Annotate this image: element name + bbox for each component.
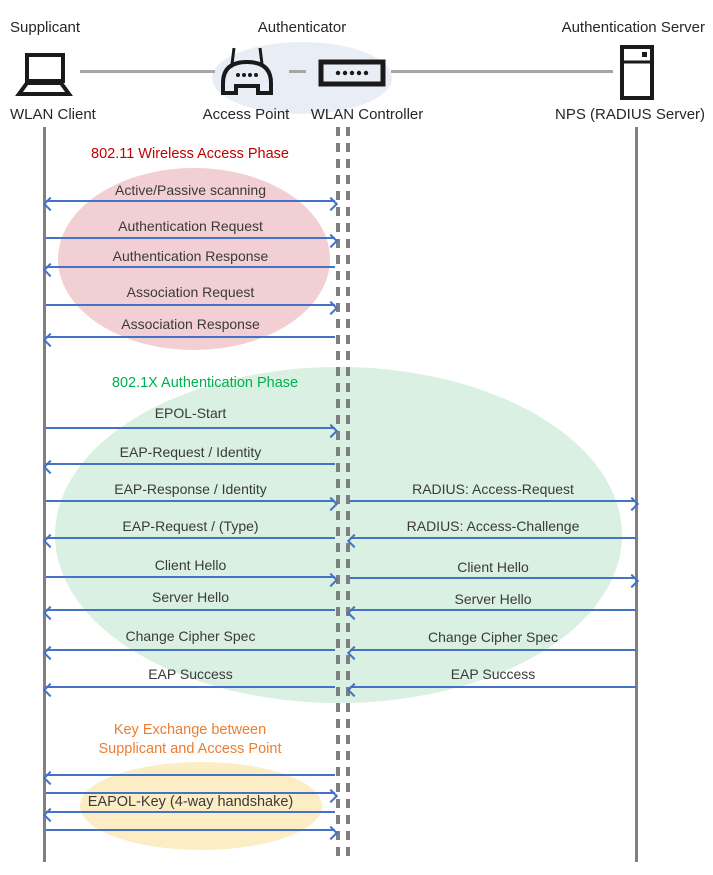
- msg-eap-success-right-arrow: [346, 682, 636, 698]
- phase-title-key-exchange-line1: Key Exchange between: [113, 722, 267, 738]
- msg-server-hello-left-arrow: [42, 605, 335, 621]
- msg-eap-request-type-arrow: [42, 533, 335, 549]
- lifeline-auth-server: [635, 127, 638, 862]
- msg-radius-access-request-arrow: [350, 496, 640, 512]
- msg-client-hello-right-label: Client Hello: [457, 559, 529, 575]
- role-supplicant: Supplicant: [10, 19, 81, 36]
- msg-4way-3-arrow: [42, 807, 335, 823]
- device-wlan-controller: WLAN Controller: [310, 106, 424, 123]
- phase-title-80211: 802.11 Wireless Access Phase: [91, 146, 289, 162]
- role-authentication-server: Authentication Server: [561, 19, 705, 36]
- msg-client-hello-left-label: Client Hello: [154, 557, 227, 573]
- msg-change-cipher-right-label: Change Cipher Spec: [428, 629, 558, 645]
- phase-title-key-exchange-line2: Supplicant and Access Point: [98, 741, 282, 757]
- msg-eap-request-identity-label: EAP-Request / Identity: [119, 444, 262, 460]
- msg-server-hello-right-label: Server Hello: [454, 591, 532, 607]
- msg-epol-start-label: EPOL-Start: [154, 405, 227, 421]
- server-icon: [620, 45, 654, 100]
- msg-eap-response-identity-arrow: [46, 496, 339, 512]
- msg-change-cipher-left-label: Change Cipher Spec: [125, 628, 256, 644]
- role-authenticator: Authenticator: [257, 19, 347, 36]
- msg-scanning-arrow: [42, 196, 339, 212]
- msg-eap-request-identity-arrow: [42, 459, 335, 475]
- msg-client-hello-left-arrow: [46, 572, 339, 588]
- phase-title-key-exchange: Key Exchange between Supplicant and Acce…: [45, 721, 335, 759]
- msg-auth-request-arrow: [46, 233, 339, 249]
- phase-ellipse-80211: [58, 168, 330, 350]
- msg-eap-response-identity-label: EAP-Response / Identity: [114, 481, 267, 497]
- msg-change-cipher-left-arrow: [42, 645, 335, 661]
- msg-assoc-request-label: Association Request: [126, 284, 255, 300]
- device-nps-radius-server: NPS (RADIUS Server): [555, 106, 706, 123]
- connector-line-mid: [289, 70, 306, 73]
- laptop-icon: [12, 52, 76, 100]
- connector-line-left: [80, 70, 215, 73]
- wlan-controller-icon: [318, 59, 386, 87]
- msg-scanning-label: Active/Passive scanning: [115, 182, 266, 198]
- msg-server-hello-right-arrow: [346, 605, 636, 621]
- msg-eap-request-type-label: EAP-Request / (Type): [122, 518, 259, 534]
- msg-auth-request-label: Authentication Request: [118, 218, 263, 234]
- access-point-icon: [217, 46, 277, 98]
- msg-auth-response-label: Authentication Response: [112, 248, 269, 264]
- msg-radius-access-request-label: RADIUS: Access-Request: [412, 481, 574, 497]
- msg-eap-success-right-label: EAP Success: [450, 666, 536, 682]
- msg-eapol-key-label: EAPOL-Key (4-way handshake): [87, 794, 294, 810]
- lifeline-supplicant: [43, 127, 46, 862]
- lifeline-access-point-dashed: [336, 127, 340, 862]
- msg-eap-success-left-arrow: [42, 682, 335, 698]
- device-wlan-client: WLAN Client: [10, 106, 96, 123]
- phase-title-8021x: 802.1X Authentication Phase: [111, 375, 299, 391]
- msg-assoc-response-arrow: [42, 332, 335, 348]
- msg-auth-response-arrow: [42, 262, 335, 278]
- msg-assoc-response-label: Association Response: [121, 316, 260, 332]
- msg-eap-success-left-label: EAP Success: [148, 666, 233, 682]
- msg-radius-access-challenge-arrow: [346, 533, 636, 549]
- connector-line-right: [391, 70, 613, 73]
- phase-ellipse-key-exchange: [80, 762, 322, 850]
- msg-4way-4-arrow: [46, 825, 339, 841]
- msg-4way-1-arrow: [42, 770, 335, 786]
- msg-assoc-request-arrow: [46, 300, 339, 316]
- lifeline-wlan-controller-dashed: [346, 127, 350, 862]
- device-access-point: Access Point: [202, 106, 290, 123]
- msg-epol-start-arrow: [46, 423, 339, 439]
- msg-server-hello-left-label: Server Hello: [151, 589, 230, 605]
- msg-radius-access-challenge-label: RADIUS: Access-Challenge: [406, 518, 580, 534]
- msg-change-cipher-right-arrow: [346, 645, 636, 661]
- authenticator-group-ellipse: [212, 42, 392, 114]
- msg-4way-2-arrow: [46, 788, 339, 804]
- msg-client-hello-right-arrow: [350, 573, 640, 589]
